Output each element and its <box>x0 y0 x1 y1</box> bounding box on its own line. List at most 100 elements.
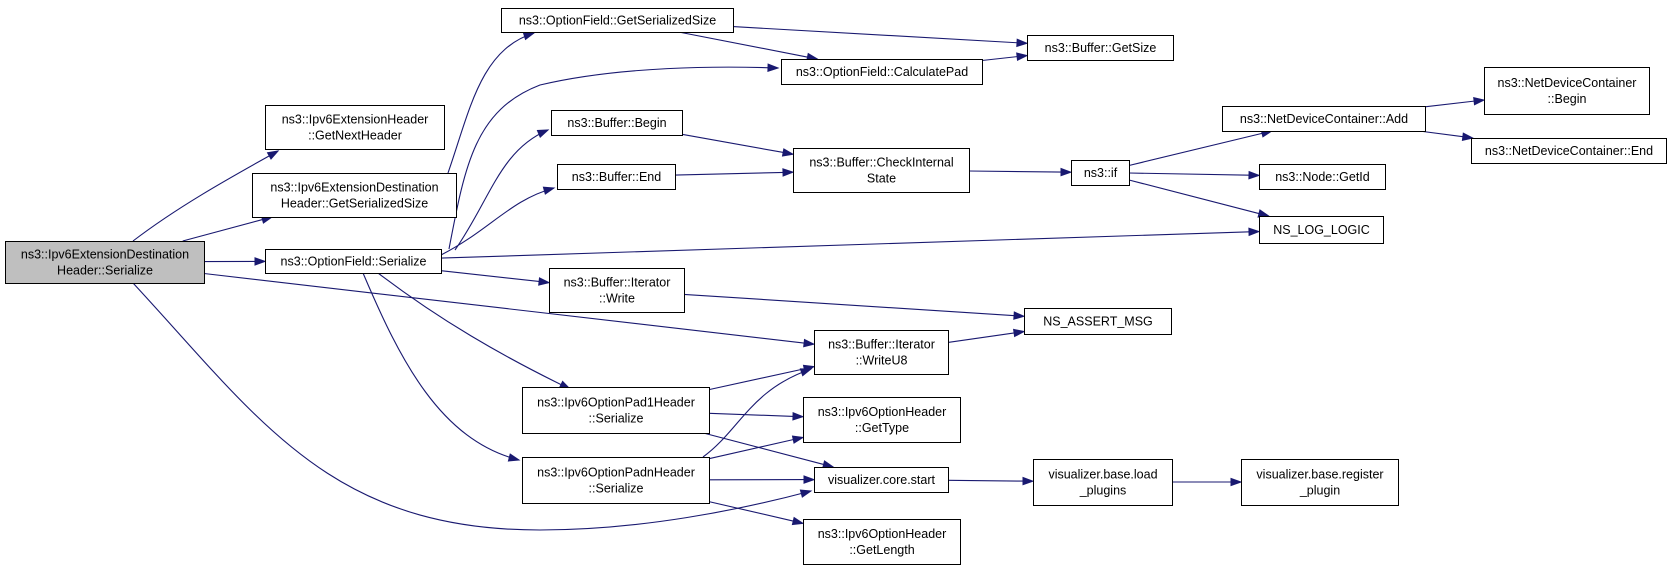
edge-ns3if-to-netDevAdd <box>1128 129 1274 167</box>
node-box <box>781 59 983 85</box>
node-label-line: NS_LOG_LOGIC <box>1273 223 1370 237</box>
node-box <box>1241 459 1399 506</box>
node-nsAssertMsg[interactable]: NS_ASSERT_MSG <box>1024 308 1172 335</box>
node-netDevEnd[interactable]: ns3::NetDeviceContainer::End <box>1471 138 1667 164</box>
edge-line <box>708 501 795 522</box>
node-label-line: ::WriteU8 <box>856 354 908 368</box>
arrowhead-icon <box>1257 209 1271 218</box>
node-label-line: ::Serialize <box>589 482 644 496</box>
arrowhead-icon <box>1013 328 1026 338</box>
edge-pad1Serialize-to-iteratorWriteU8 <box>708 364 816 391</box>
node-optionHeaderGetType[interactable]: ns3::Ipv6OptionHeader::GetType <box>803 397 961 443</box>
edge-padnSerialize-to-visualizerCoreStart <box>708 475 816 484</box>
edge-optionFieldSerialize-to-bufferBegin <box>454 129 550 251</box>
node-optionFieldSerialize[interactable]: ns3::OptionField::Serialize <box>265 249 442 274</box>
edge-iteratorWriteU8-to-nsAssertMsg <box>947 328 1026 343</box>
node-box <box>1222 106 1426 132</box>
arrowhead-icon <box>803 338 816 348</box>
arrowhead-icon <box>538 277 551 286</box>
edge-line <box>1419 130 1464 138</box>
arrowhead-icon <box>1248 170 1261 180</box>
node-box <box>1071 160 1130 186</box>
edge-pad1Serialize-to-optionHeaderGetType <box>708 411 805 421</box>
node-label-line: ns3::Ipv6OptionHeader <box>818 527 947 541</box>
node-optionHeaderGetLength[interactable]: ns3::Ipv6OptionHeader::GetLength <box>803 519 961 565</box>
edge-line <box>440 231 1251 259</box>
edge-optionFieldCalculatePad-to-bufferGetSize <box>981 52 1029 62</box>
arrowhead-icon <box>803 475 816 484</box>
node-box <box>793 148 970 193</box>
node-bufferEnd[interactable]: ns3::Buffer::End <box>557 164 676 190</box>
node-nsLogLogic[interactable]: NS_LOG_LOGIC <box>1259 216 1384 244</box>
node-netDevBegin[interactable]: ns3::NetDeviceContainer::Begin <box>1484 67 1650 115</box>
node-box <box>814 330 949 375</box>
edge-line <box>440 187 555 256</box>
node-ns3if[interactable]: ns3::if <box>1071 160 1130 186</box>
node-box <box>814 467 949 493</box>
node-box <box>1471 138 1667 164</box>
arrowhead-icon <box>1016 52 1029 61</box>
node-iteratorWriteU8[interactable]: ns3::Buffer::Iterator::WriteU8 <box>814 330 949 375</box>
node-label-line: ns3::Buffer::End <box>572 170 661 184</box>
edge-ns3if-to-nsLogLogic <box>1128 179 1271 218</box>
arrowhead-icon <box>266 150 280 160</box>
node-destGetSerializedSize[interactable]: ns3::Ipv6ExtensionDestinationHeader::Get… <box>252 173 457 218</box>
edge-optionFieldSerialize-to-pad1Serialize <box>377 272 572 390</box>
node-box <box>252 173 457 218</box>
arrowhead-icon <box>799 489 813 498</box>
node-box <box>1259 164 1386 190</box>
node-label-line: ns3::OptionField::CalculatePad <box>796 65 968 79</box>
edge-visualizerCoreStart-to-visualizerBaseLoadPlugins <box>947 476 1035 486</box>
edge-optionFieldSerialize-to-nsLogLogic <box>440 227 1261 259</box>
node-nodeGetId[interactable]: ns3::Node::GetId <box>1259 164 1386 190</box>
edge-line <box>448 66 779 250</box>
edge-line <box>708 438 795 460</box>
node-iteratorWrite[interactable]: ns3::Buffer::Iterator::Write <box>549 268 685 313</box>
node-label-line: ns3::Node::GetId <box>1275 170 1370 184</box>
arrowhead-icon <box>1060 167 1073 177</box>
edge-line <box>681 133 785 154</box>
node-bufferGetSize[interactable]: ns3::Buffer::GetSize <box>1027 35 1174 61</box>
node-label-line: ns3::Buffer::Iterator <box>828 338 935 352</box>
node-label-line: ns3::Ipv6ExtensionHeader <box>282 113 429 127</box>
arrowhead-icon <box>767 63 780 72</box>
edge-padnSerialize-to-optionHeaderGetType <box>708 435 805 460</box>
edge-line <box>981 55 1019 62</box>
node-box <box>1027 35 1174 61</box>
node-visualizerCoreStart[interactable]: visualizer.core.start <box>814 467 949 493</box>
node-padnSerialize[interactable]: ns3::Ipv6OptionPadnHeader::Serialize <box>522 457 710 504</box>
node-label-line: Header::Serialize <box>57 264 153 278</box>
node-box <box>1484 67 1650 115</box>
arrowhead-icon <box>1248 227 1261 237</box>
arrowhead-icon <box>822 460 835 469</box>
node-label-line: ::GetNextHeader <box>308 129 402 143</box>
node-label-line: ns3::Buffer::Begin <box>567 116 666 130</box>
edge-line <box>683 293 1016 317</box>
node-bufferBegin[interactable]: ns3::Buffer::Begin <box>551 110 683 136</box>
edge-root-to-visualizerCoreStart <box>132 282 813 531</box>
node-getNextHeader[interactable]: ns3::Ipv6ExtensionHeader::GetNextHeader <box>265 105 445 150</box>
arrowhead-icon <box>792 411 805 421</box>
node-visualizerBaseLoadPlugins[interactable]: visualizer.base.load_plugins <box>1033 459 1173 506</box>
edge-optionFieldSerialize-to-optionFieldCalculatePad <box>448 63 780 250</box>
node-label-line: ns3::OptionField::Serialize <box>281 255 427 269</box>
call-graph-edges <box>132 26 1486 531</box>
node-visualizerBaseRegisterPlugin[interactable]: visualizer.base.register_plugin <box>1241 459 1399 506</box>
node-pad1Serialize[interactable]: ns3::Ipv6OptionPad1Header::Serialize <box>522 387 710 434</box>
node-box <box>265 105 445 150</box>
node-box <box>549 268 685 313</box>
node-optionFieldCalculatePad[interactable]: ns3::OptionField::CalculatePad <box>781 59 983 85</box>
edge-line <box>132 282 812 531</box>
node-optionFieldGetSerializedSize[interactable]: ns3::OptionField::GetSerializedSize <box>501 8 734 33</box>
node-netDevAdd[interactable]: ns3::NetDeviceContainer::Add <box>1222 106 1426 132</box>
edge-netDevAdd-to-netDevEnd <box>1419 130 1475 141</box>
arrowhead-icon <box>1473 96 1486 106</box>
arrowhead-icon <box>799 368 813 377</box>
edge-line <box>708 412 795 417</box>
node-box <box>522 457 710 504</box>
edge-line <box>674 171 785 176</box>
node-label-line: ns3::Buffer::CheckInternal <box>809 156 953 170</box>
node-label-line: ::GetLength <box>849 543 914 557</box>
